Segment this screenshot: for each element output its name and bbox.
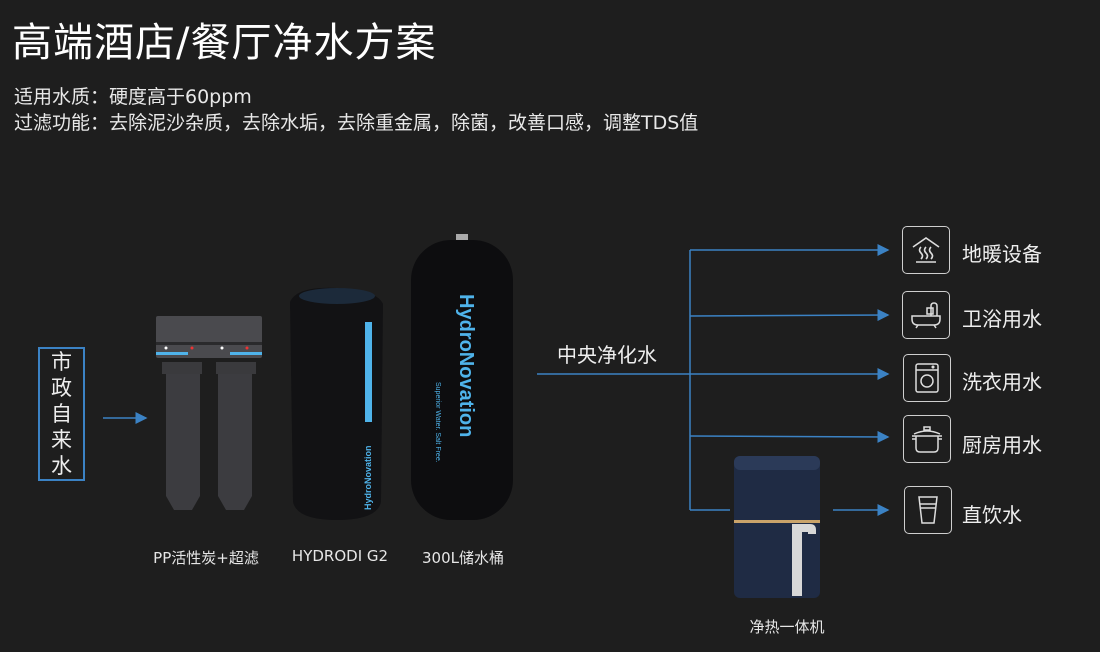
bathtub-icon <box>902 291 950 339</box>
source-label: 市政自来水 <box>51 350 72 478</box>
washing-machine-icon <box>903 354 951 402</box>
hot-water-dispenser-image <box>734 456 820 598</box>
tank-label: 300L储水桶 <box>422 549 504 567</box>
output-laundry-label: 洗衣用水 <box>962 370 1042 394</box>
arrow-bath <box>689 309 890 322</box>
pp-carbon-uf-filter-image <box>156 316 262 510</box>
arrow-kitchen <box>689 430 890 443</box>
cooking-pot-icon <box>903 415 951 463</box>
tank-tagline-text: Superior Water. Salt Free. <box>434 382 441 463</box>
output-bath-label: 卫浴用水 <box>962 307 1042 331</box>
dispenser-label: 净热一体机 <box>749 618 825 636</box>
floor-heating-icon <box>902 226 950 274</box>
water-quality-text: 适用水质：硬度高于60ppm <box>14 86 252 108</box>
storage-tank-300l-image: HydroNovation Superior Water. Salt Free. <box>411 234 513 520</box>
output-floor-heating-label: 地暖设备 <box>962 242 1042 266</box>
g2-label: HYDRODI G2 <box>291 547 389 565</box>
central-purified-water-label: 中央净化水 <box>557 343 657 367</box>
page-title: 高端酒店/餐厅净水方案 <box>12 20 437 66</box>
output-drinking-label: 直饮水 <box>962 503 1022 527</box>
source-municipal-water-box: 市政自来水 <box>38 347 85 481</box>
hydrodi-g2-softener-image: HydroNovation <box>290 287 383 520</box>
filter-label: PP活性炭+超滤 <box>153 549 259 567</box>
g2-logo-text: HydroNovation <box>363 445 373 510</box>
drinking-glass-icon <box>904 486 952 534</box>
output-kitchen-label: 厨房用水 <box>962 433 1042 457</box>
tank-logo-text: HydroNovation <box>455 294 477 437</box>
filter-functions-text: 过滤功能：去除泥沙杂质，去除水垢，去除重金属，除菌，改善口感，调整TDS值 <box>14 112 699 134</box>
